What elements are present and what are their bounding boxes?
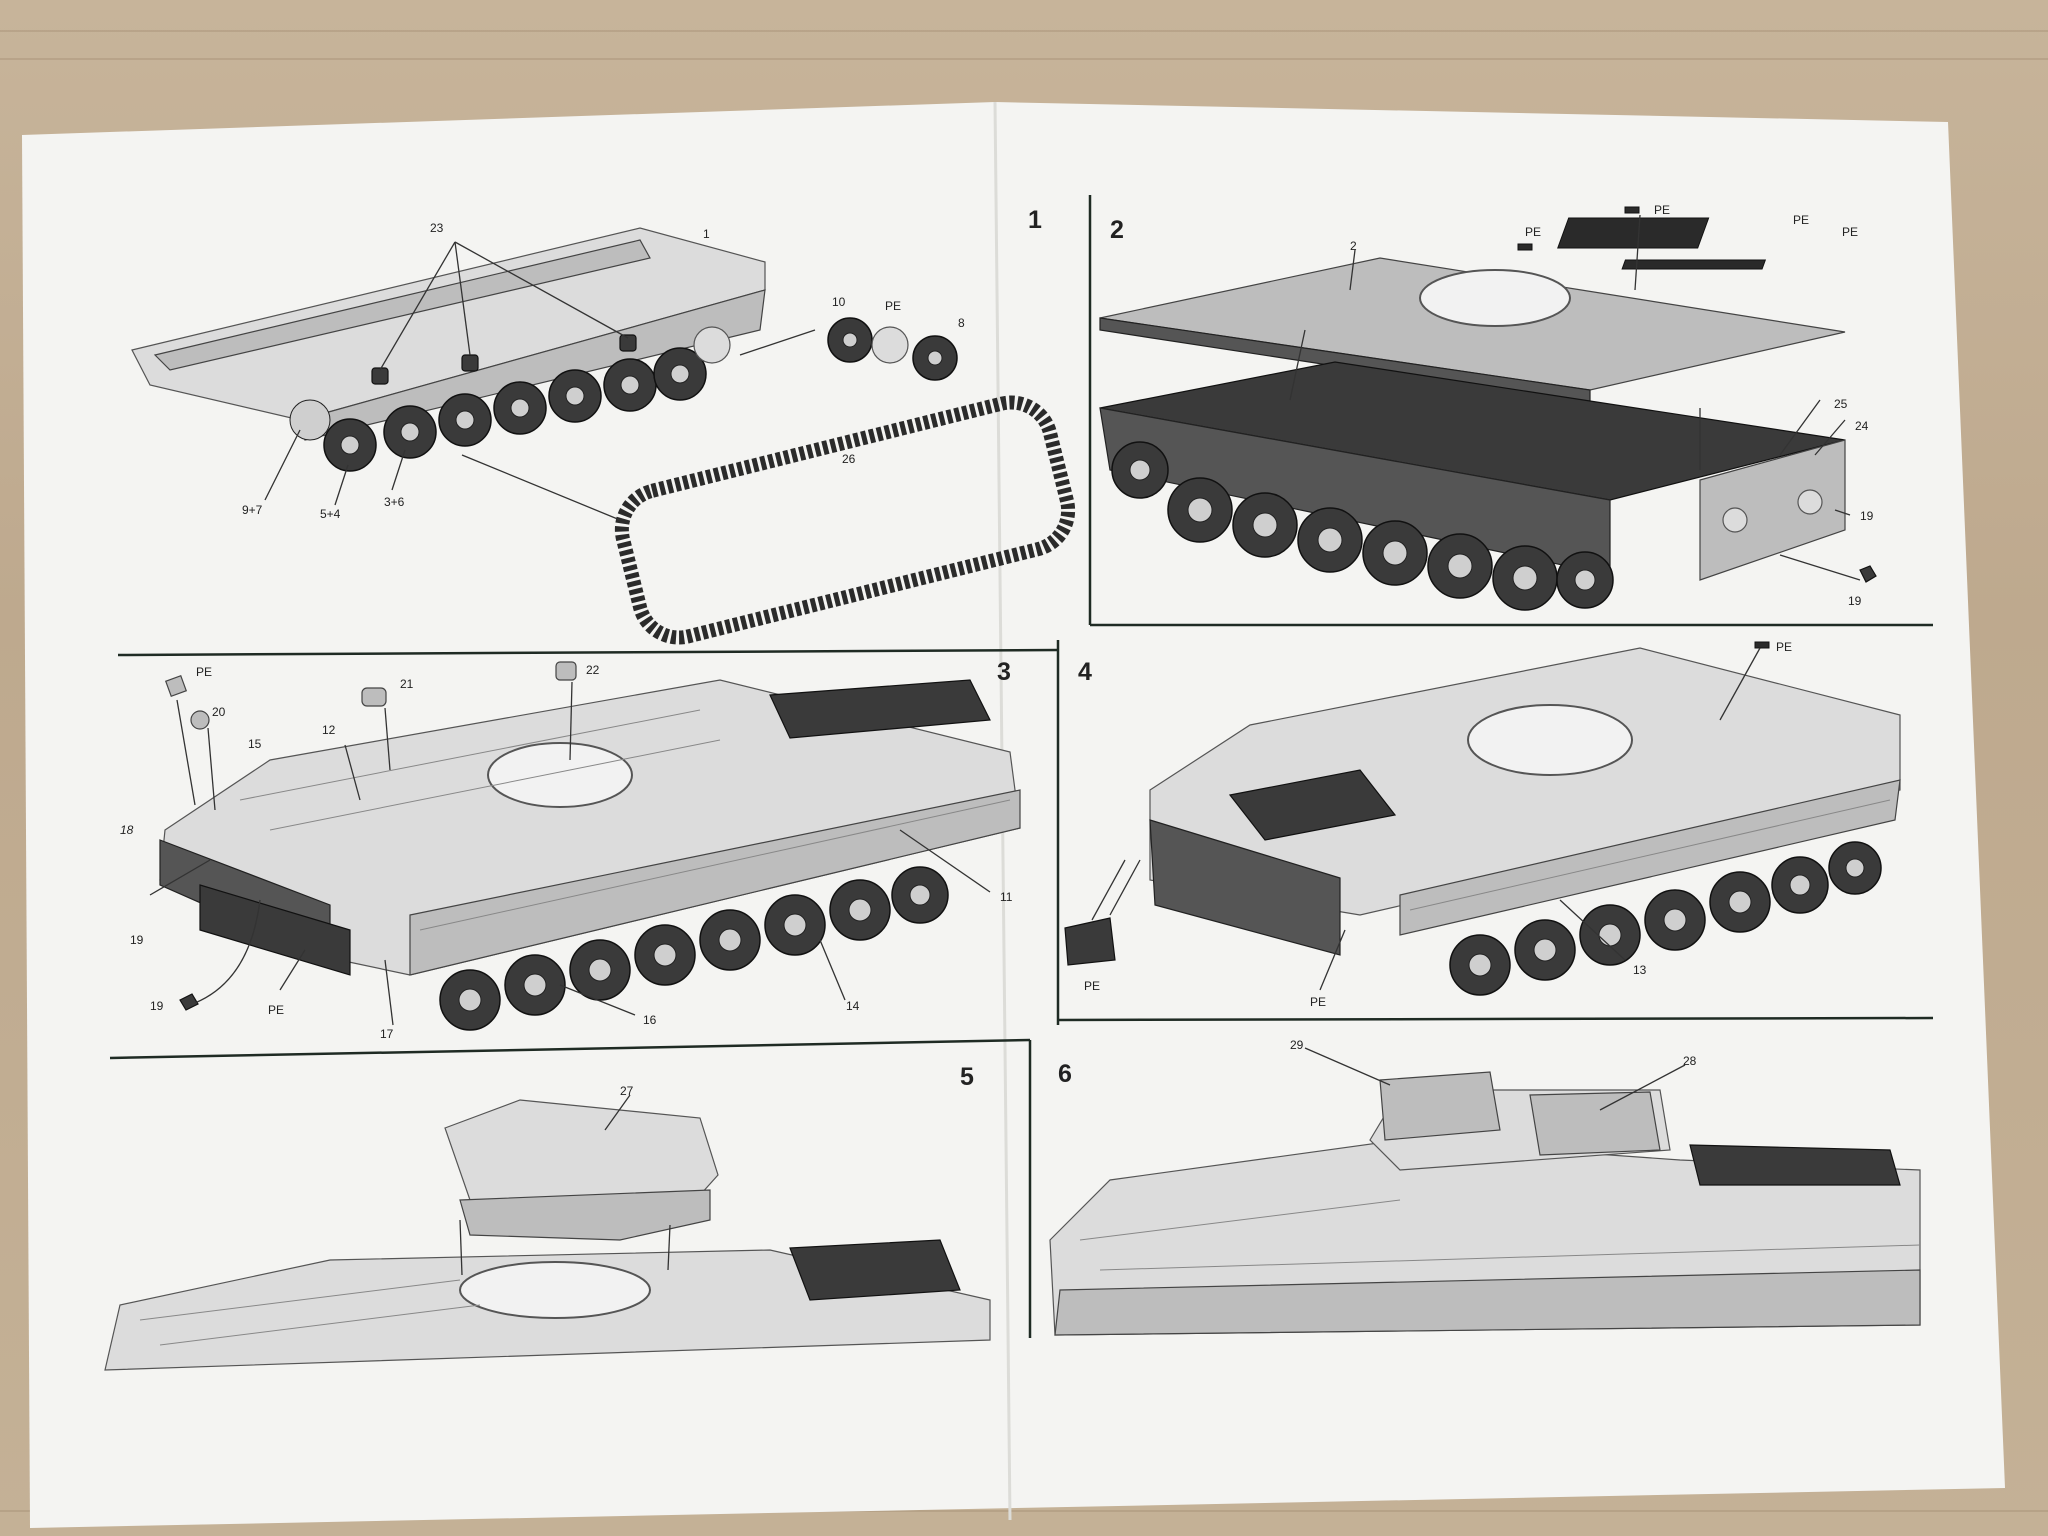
step2-illustration bbox=[1099, 206, 1877, 611]
step1-roadwheels bbox=[289, 347, 707, 472]
step3-roadwheels bbox=[439, 866, 949, 1031]
part-callout: 3+6 bbox=[384, 495, 405, 509]
part-callout: PE bbox=[268, 1003, 284, 1017]
step5-illustration bbox=[104, 1094, 991, 1371]
step4-illustration bbox=[1064, 641, 1901, 996]
wood-grain bbox=[0, 30, 2048, 32]
step-number: 5 bbox=[960, 1063, 974, 1091]
part-callout: PE bbox=[1084, 979, 1100, 993]
part-callout: PE bbox=[1525, 225, 1541, 239]
part-callout: 19 bbox=[130, 933, 144, 947]
part-callout: 22 bbox=[586, 663, 600, 677]
step2-roadwheels bbox=[1111, 441, 1614, 611]
part-callout: PE bbox=[1776, 640, 1792, 654]
part-callout: 16 bbox=[643, 1013, 657, 1027]
step-number: 3 bbox=[997, 658, 1011, 686]
step1-illustration bbox=[131, 227, 1076, 645]
sprocket-pe bbox=[871, 326, 909, 364]
part-callout: PE bbox=[885, 299, 901, 313]
part-callout: 10 bbox=[832, 295, 846, 309]
part-callout: 14 bbox=[846, 999, 860, 1013]
part-callout: 27 bbox=[620, 1084, 634, 1098]
part-callout: 8 bbox=[958, 316, 965, 330]
part-callout: 9+7 bbox=[242, 503, 263, 517]
part-callout: 1 bbox=[703, 227, 710, 241]
step6-illustration bbox=[1049, 1047, 1921, 1336]
part-callout: PE bbox=[1842, 225, 1858, 239]
part-callout: 15 bbox=[248, 737, 262, 751]
part-callout: 19 bbox=[1848, 594, 1862, 608]
wood-grain bbox=[0, 58, 2048, 60]
part-callout: 28 bbox=[1683, 1054, 1697, 1068]
part-callout: 18 bbox=[120, 823, 134, 837]
part-callout: 13 bbox=[1633, 963, 1647, 977]
divider-row2-left bbox=[109, 1038, 1031, 1060]
step-number: 6 bbox=[1058, 1060, 1072, 1088]
step4-roadwheels bbox=[1449, 841, 1882, 996]
part-callout: 29 bbox=[1290, 1038, 1304, 1052]
part-callout: 23 bbox=[430, 221, 444, 235]
part-callout: 24 bbox=[1855, 419, 1869, 433]
part-callout: 19 bbox=[150, 999, 164, 1013]
part-callout: 11 bbox=[1000, 890, 1013, 904]
track-26 bbox=[614, 395, 1076, 645]
part-callout: PE bbox=[1654, 203, 1670, 217]
step-number: 2 bbox=[1110, 216, 1124, 244]
part-callout: PE bbox=[1310, 995, 1326, 1009]
part-callout: 21 bbox=[400, 677, 414, 691]
divider-row2-right bbox=[1057, 1016, 1934, 1022]
part-callout: 5+4 bbox=[320, 507, 341, 521]
part-callout: 19 bbox=[1860, 509, 1874, 523]
part-callout: 17 bbox=[380, 1027, 394, 1041]
wood-grain bbox=[0, 1510, 2048, 1512]
step-number: 4 bbox=[1078, 658, 1092, 686]
part-callout: 25 bbox=[1834, 397, 1848, 411]
divider-row1-left bbox=[117, 648, 1059, 657]
part-callout: PE bbox=[196, 665, 212, 679]
part-callout: 2 bbox=[1350, 239, 1357, 253]
part-callout: PE bbox=[1793, 213, 1809, 227]
part-callout: 12 bbox=[322, 723, 336, 737]
step-number: 1 bbox=[1028, 206, 1042, 234]
part-callout: 20 bbox=[212, 705, 226, 719]
part-callout: 26 bbox=[842, 452, 856, 466]
step3-illustration bbox=[149, 661, 1021, 1031]
